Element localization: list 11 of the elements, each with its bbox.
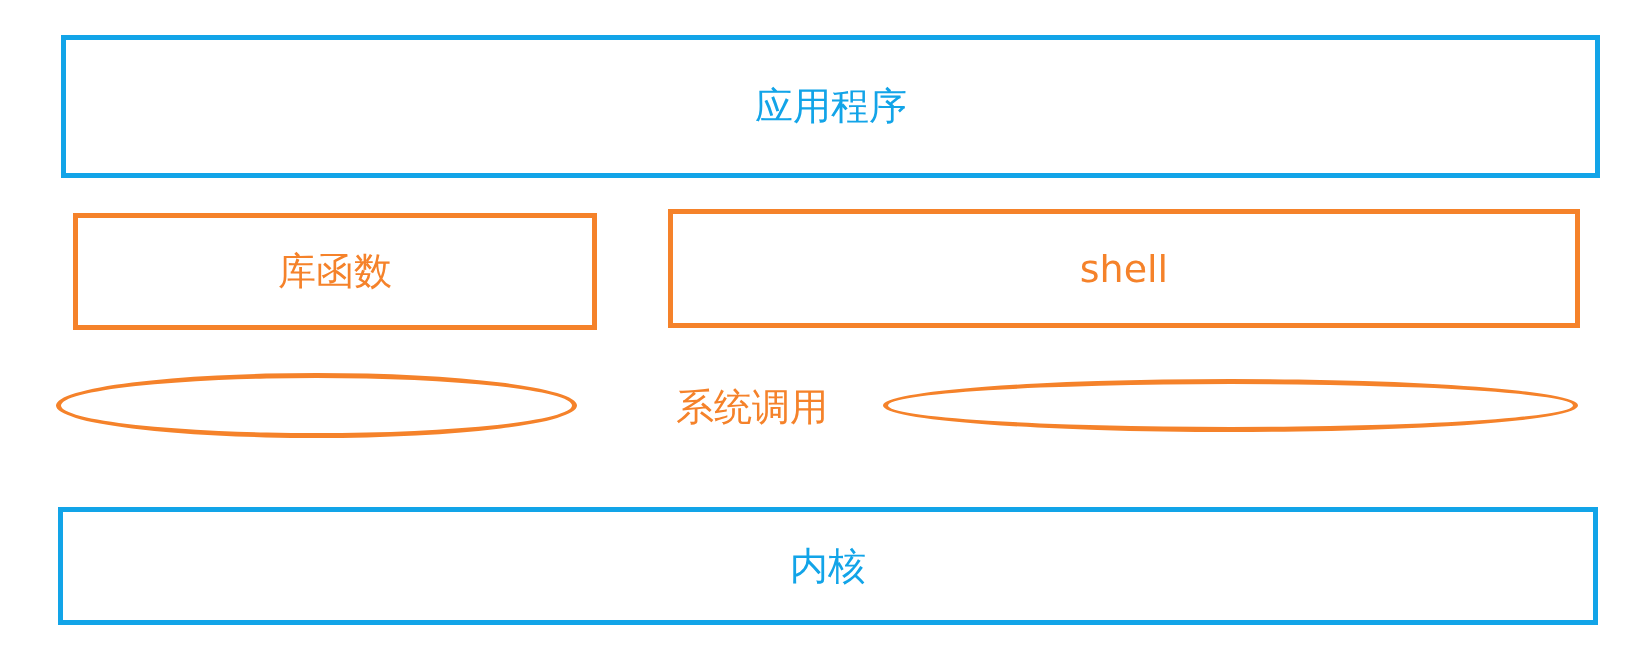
layer-label: 应用程序 bbox=[754, 83, 907, 130]
layer-label: 系统调用 bbox=[676, 383, 828, 431]
ellipse-outline bbox=[56, 373, 577, 438]
layer-box bbox=[73, 213, 597, 330]
layer-label: 库函数 bbox=[278, 248, 392, 295]
layer-label: 内核 bbox=[790, 542, 866, 590]
layer-box bbox=[668, 209, 1580, 328]
ellipse-outline bbox=[883, 379, 1578, 432]
layer-box bbox=[61, 35, 1600, 178]
layer-label: shell bbox=[1079, 246, 1169, 291]
layer-box bbox=[58, 507, 1598, 625]
